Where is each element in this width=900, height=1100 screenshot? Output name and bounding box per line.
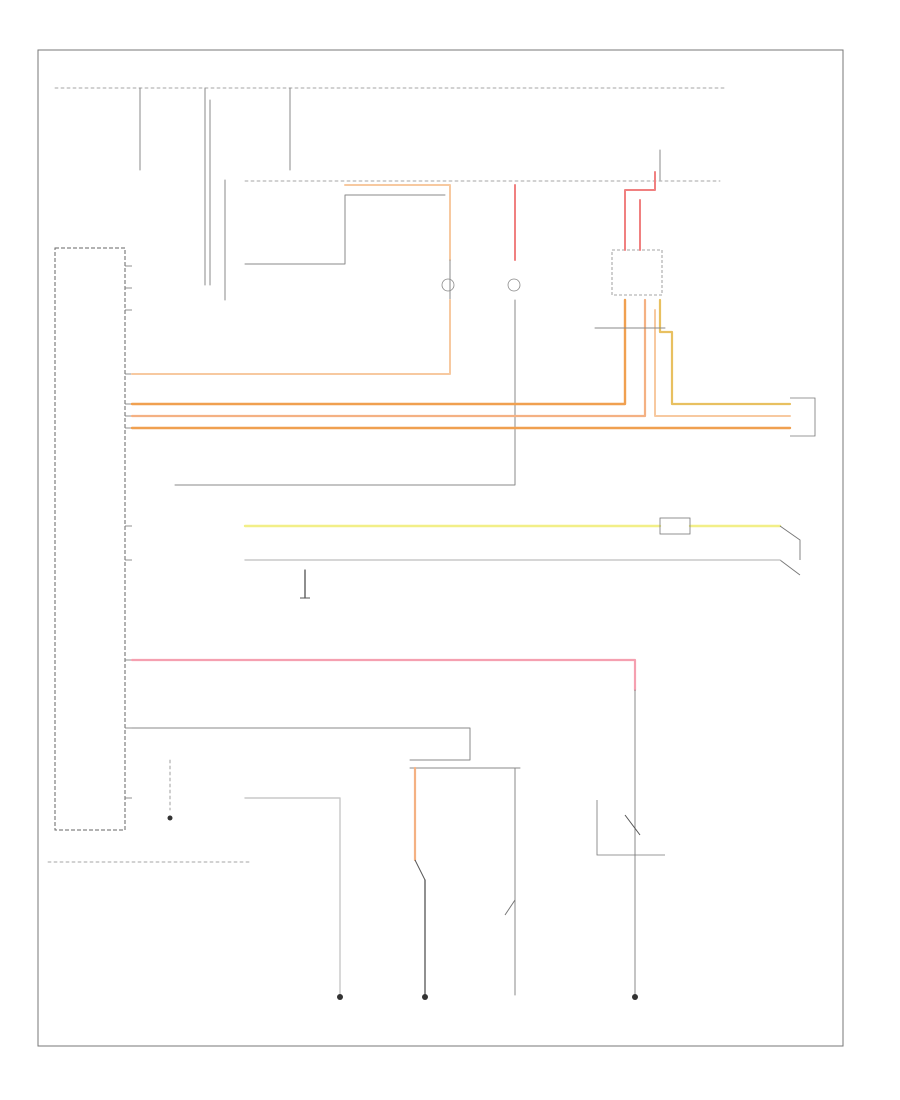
fuse-group-left: [139, 87, 291, 301]
wire-yellow-orange-right: [658, 298, 792, 406]
wire-peach-right: [654, 309, 791, 417]
diagram-frame: [37, 49, 844, 1047]
wire-gray-seatbelt: [131, 727, 471, 761]
door-switch-right: [779, 525, 801, 576]
wire-orange-row2: [130, 298, 647, 418]
module-pin-ticks: [125, 265, 132, 799]
wire-gray-brake: [244, 797, 341, 996]
illumination-switch-contact: [624, 814, 641, 836]
switch-lower-left: [414, 859, 426, 881]
lamp-icon-mid: [507, 278, 521, 292]
switch-box-yellow: [659, 517, 691, 535]
wire-pink-light: [130, 658, 637, 692]
control-module-box: [54, 247, 126, 831]
relay-box: [611, 249, 663, 296]
illumination-switch-box: [596, 800, 665, 856]
switch-lower-mid: [504, 899, 516, 916]
ground-left: [337, 994, 343, 1000]
lamp-icon-left: [441, 278, 455, 292]
wire-orange-row1: [130, 298, 627, 406]
wire-gray-top-mid: [244, 194, 446, 265]
right-connector: [790, 397, 816, 437]
wire-orange-top-center: [344, 184, 451, 261]
ground-module: [167, 815, 173, 821]
wire-seatbelt: [131, 299, 451, 375]
wire-red-relay: [624, 171, 656, 251]
ground-center: [422, 994, 428, 1000]
wire-gray-center-down: [174, 299, 516, 486]
ground-right: [632, 994, 638, 1000]
